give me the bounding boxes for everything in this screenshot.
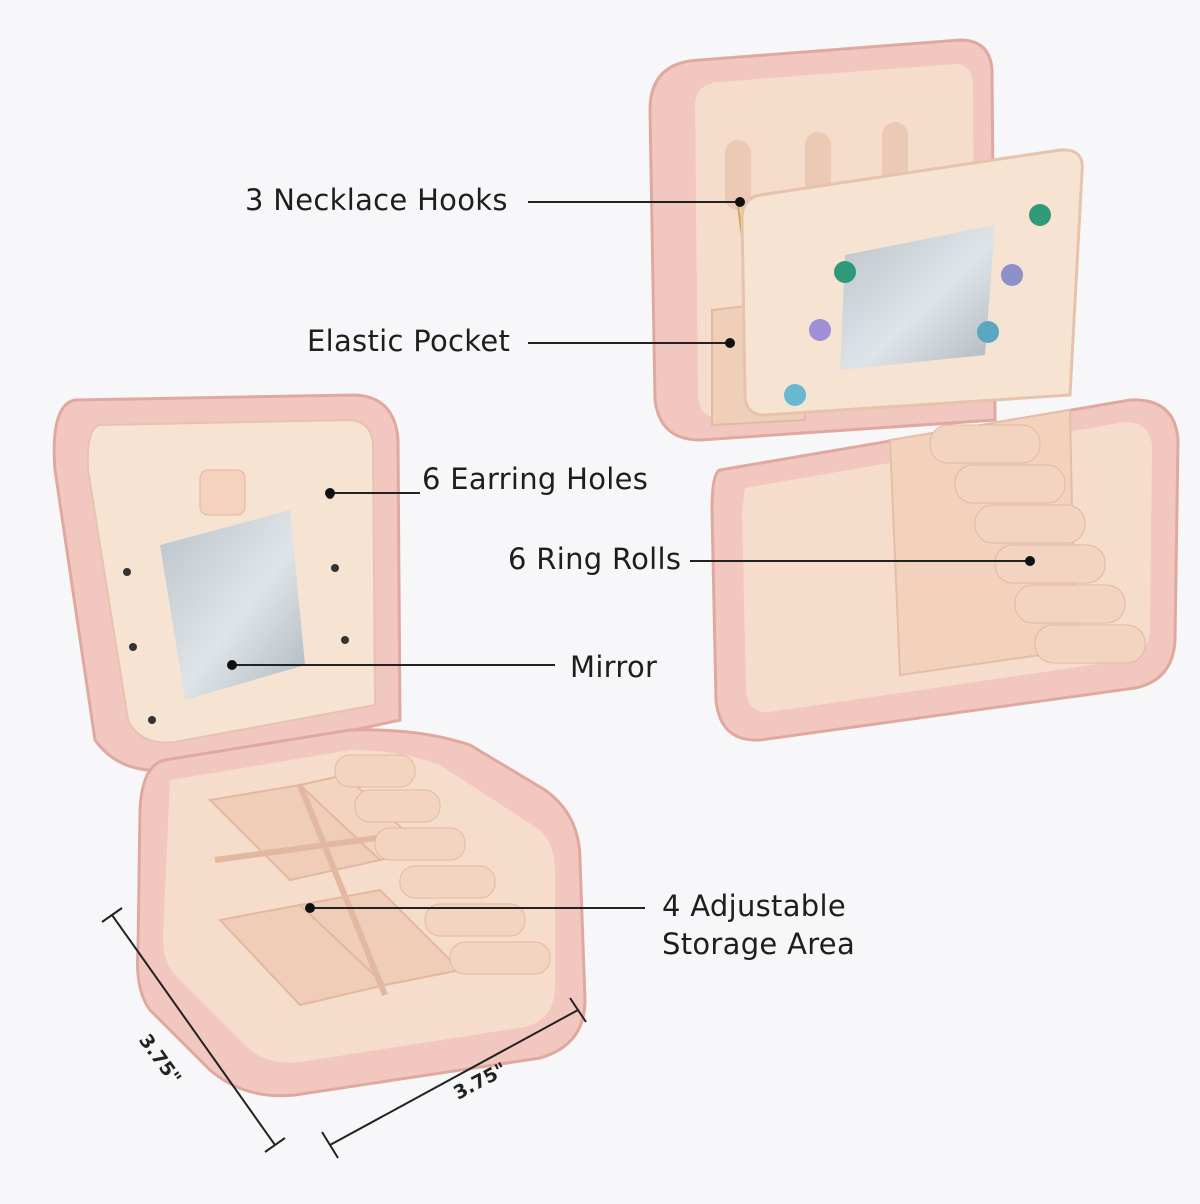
earring-hole	[129, 643, 137, 651]
callout-lines	[227, 197, 1035, 913]
dimension-lines	[101, 907, 587, 1159]
left-case	[52, 393, 587, 1098]
callout-storage-area-line2: Storage Area	[662, 927, 856, 961]
earring-stud	[1029, 204, 1051, 226]
earring-stud	[784, 384, 806, 406]
earring-stud	[977, 321, 999, 343]
callout-elastic-pocket: Elastic Pocket	[307, 324, 511, 358]
callout-ring-rolls: 6 Ring Rolls	[508, 542, 682, 576]
earring-stud	[1001, 264, 1023, 286]
callout-mirror: Mirror	[570, 650, 658, 684]
earring-hole	[148, 716, 156, 724]
ring-rolls	[929, 424, 1146, 664]
mirror	[160, 510, 305, 700]
necklace-hook	[725, 140, 751, 210]
earring-hole	[331, 564, 339, 572]
earring-hole	[123, 568, 131, 576]
ring-rolls	[334, 754, 551, 975]
right-case	[648, 38, 1180, 742]
earring-stud	[809, 319, 831, 341]
callout-necklace-hooks: 3 Necklace Hooks	[245, 183, 508, 217]
lid-strap	[199, 469, 246, 516]
earring-hole	[341, 636, 349, 644]
callout-storage-area-line1: 4 Adjustable	[662, 889, 847, 923]
mirror	[840, 225, 995, 370]
earring-stud	[834, 261, 856, 283]
callout-earring-holes: 6 Earring Holes	[422, 462, 649, 496]
